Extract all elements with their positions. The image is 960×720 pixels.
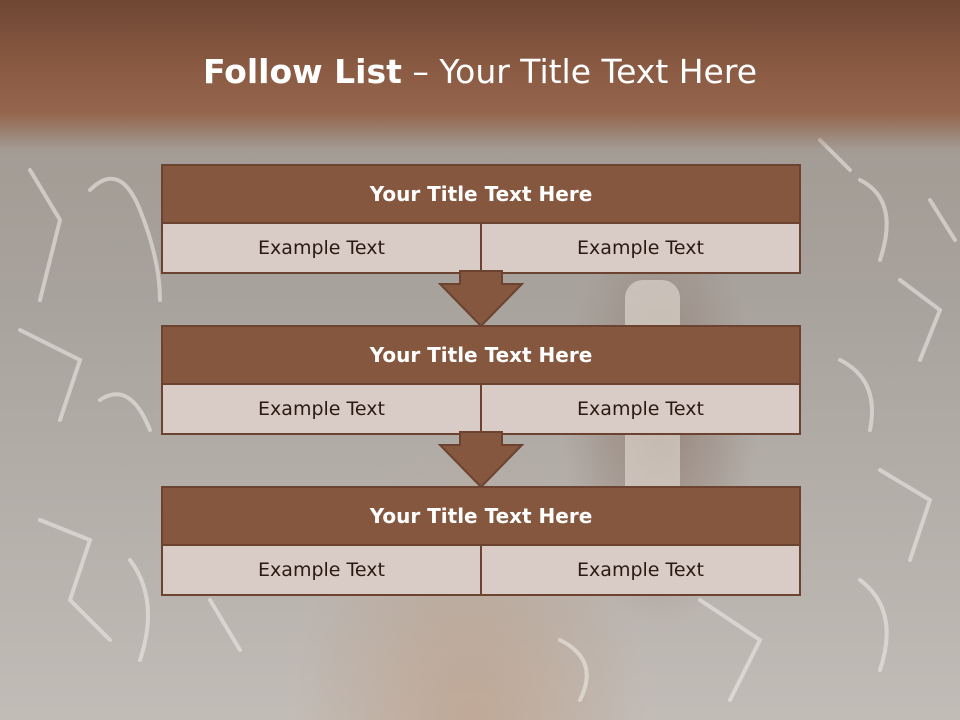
title-rest: – Your Title Text Here [412, 52, 758, 91]
slide-title: Follow List – Your Title Text Here [0, 52, 960, 91]
down-arrow-icon [438, 270, 524, 328]
step-cell-left: Example Text [258, 559, 385, 581]
step-row: Example Text Example Text [163, 546, 799, 594]
step-box-3: Your Title Text Here Example Text Exampl… [161, 486, 801, 596]
step-cell-left: Example Text [258, 398, 385, 420]
step-cell-right: Example Text [480, 546, 799, 594]
step-title: Your Title Text Here [163, 327, 799, 385]
step-row: Example Text Example Text [163, 385, 799, 433]
step-cell-right: Example Text [480, 385, 799, 433]
header-band [0, 0, 960, 150]
down-arrow-icon [438, 431, 524, 489]
step-box-1: Your Title Text Here Example Text Exampl… [161, 164, 801, 274]
step-box-2: Your Title Text Here Example Text Exampl… [161, 325, 801, 435]
step-row: Example Text Example Text [163, 224, 799, 272]
step-title: Your Title Text Here [163, 488, 799, 546]
step-cell-right: Example Text [480, 224, 799, 272]
title-bold: Follow List [202, 52, 402, 91]
step-title: Your Title Text Here [163, 166, 799, 224]
step-cell-left: Example Text [258, 237, 385, 259]
